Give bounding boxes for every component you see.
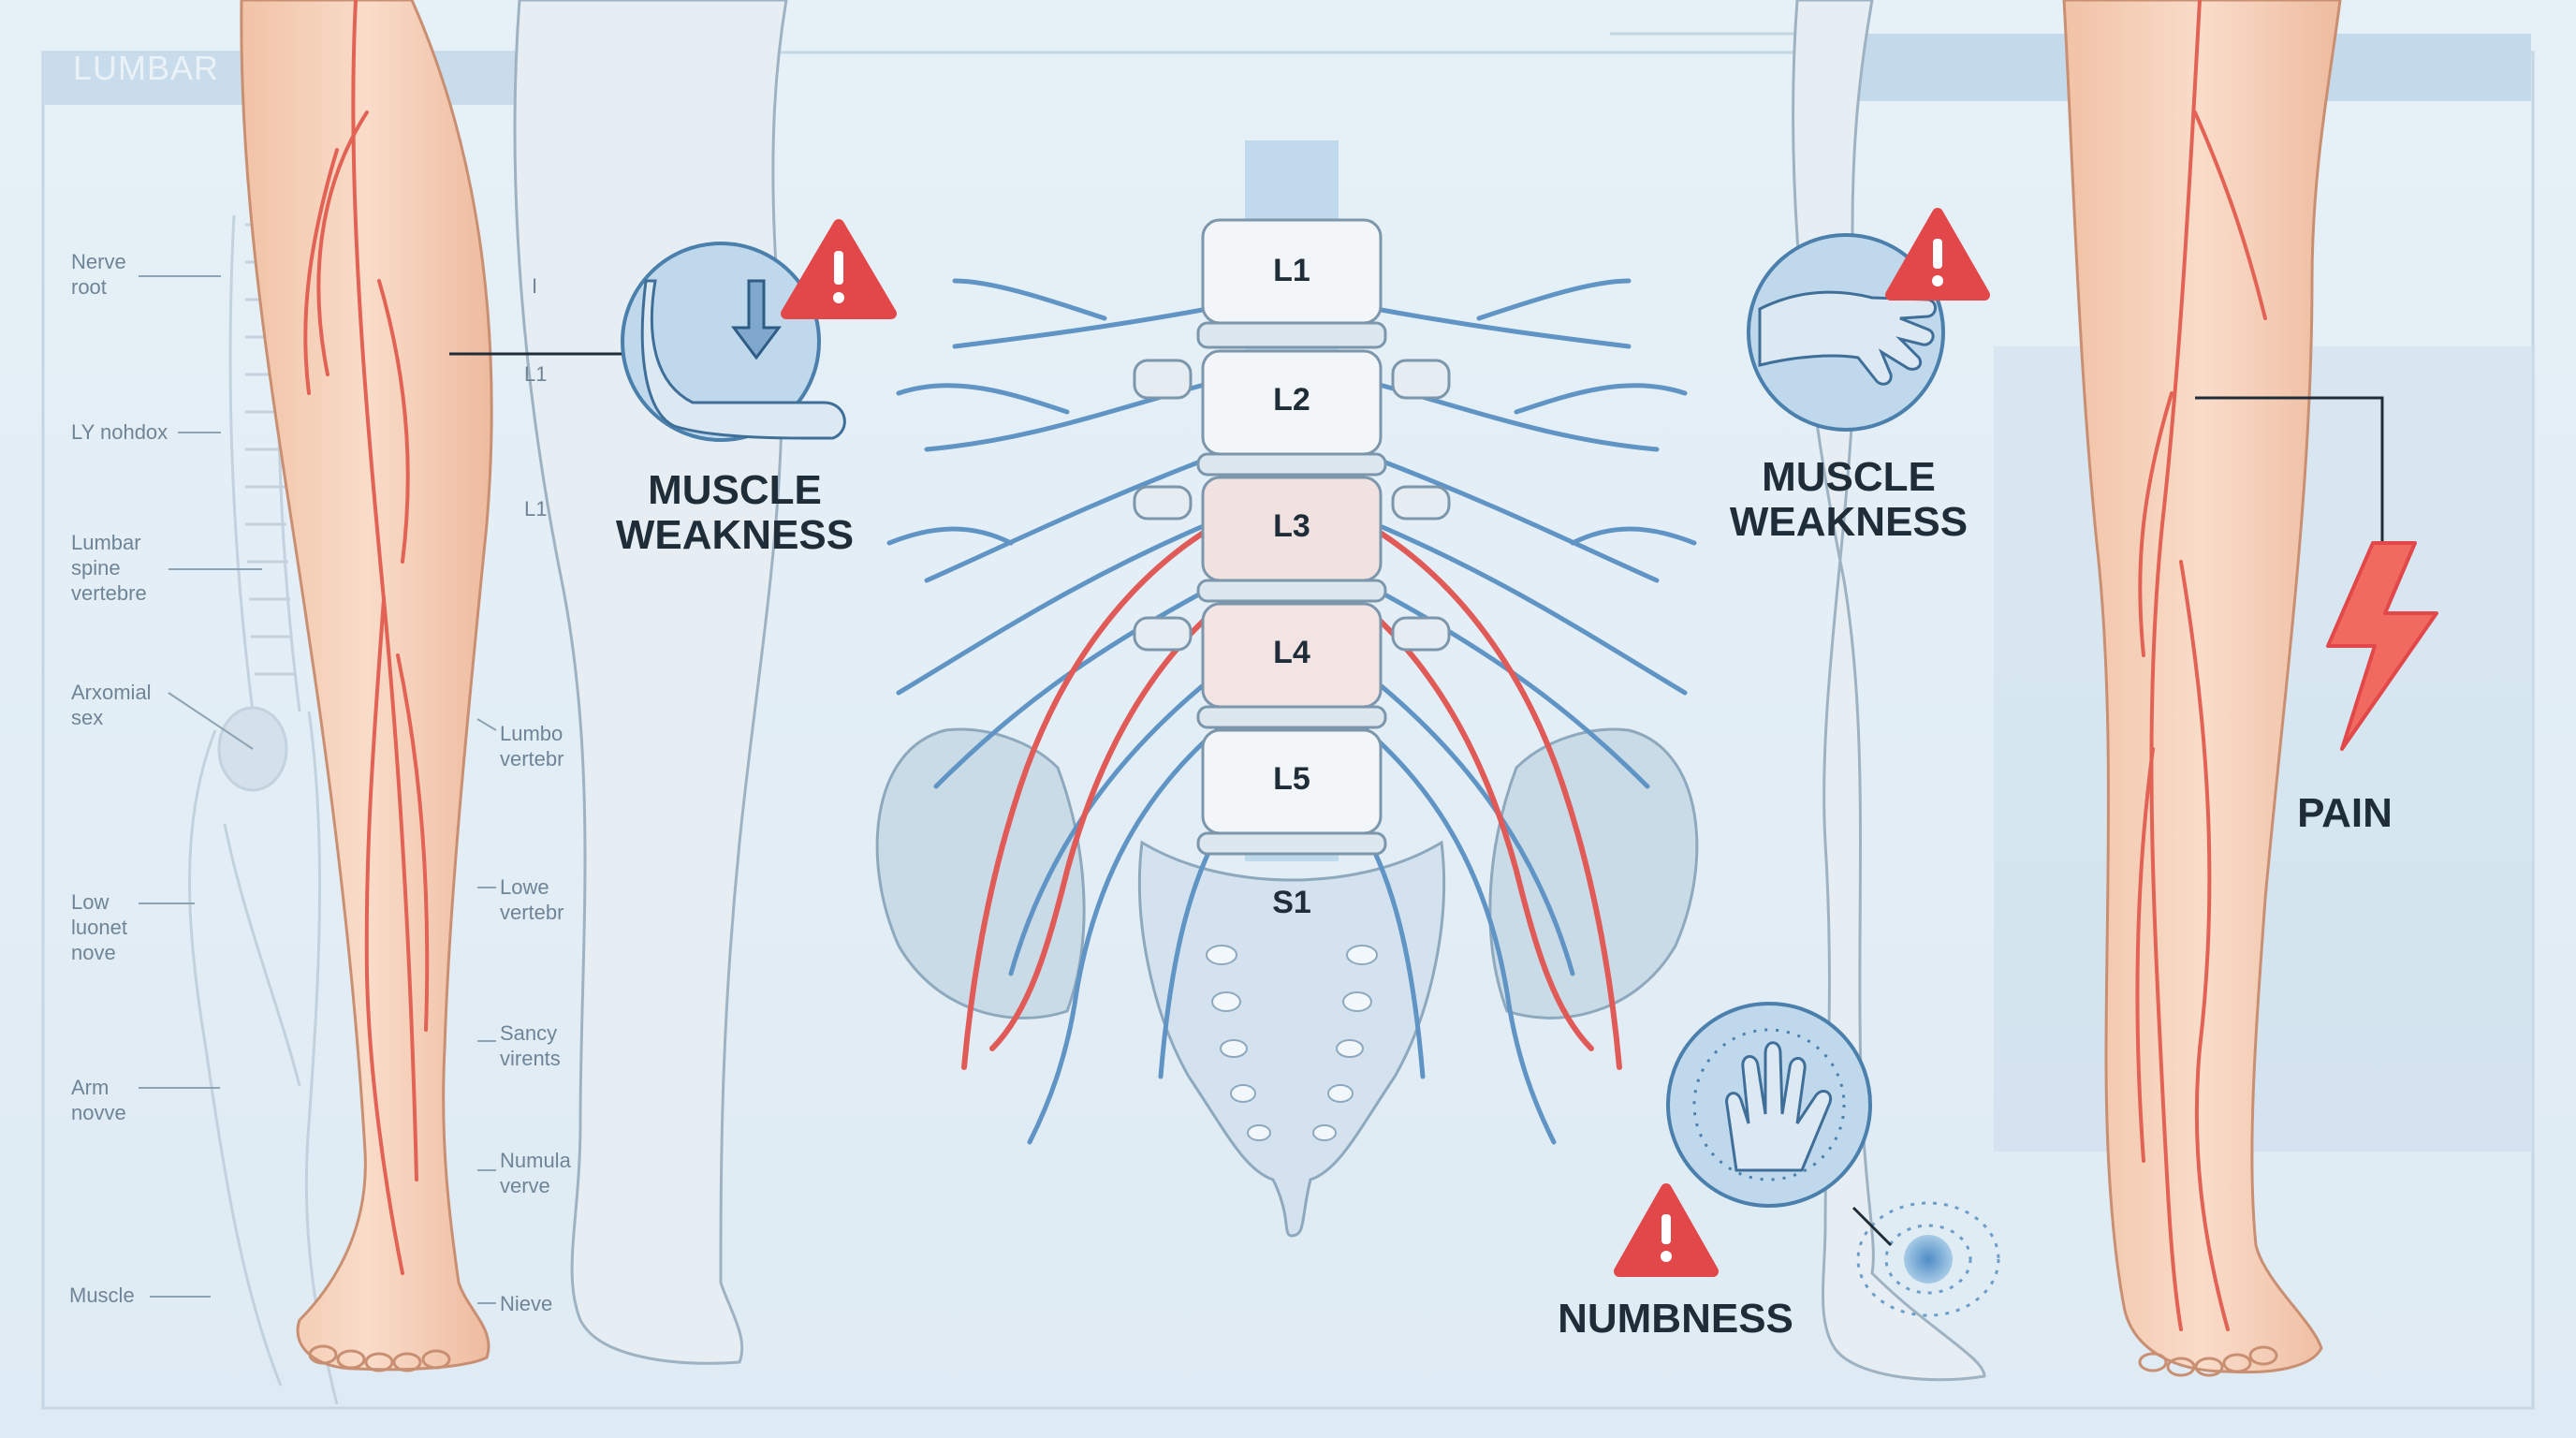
label-lowe-vertebr: Lowe vertebr bbox=[500, 875, 564, 924]
vertebra-labels: L1 L2 L3 L4 L5 S1 bbox=[1272, 253, 1311, 920]
label-arm-novve: Arm novve bbox=[71, 1076, 126, 1124]
label-numula-verve: Numula verve bbox=[500, 1149, 571, 1197]
vertebra-label-l2: L2 bbox=[1273, 382, 1310, 418]
nerves-red bbox=[961, 521, 1622, 1070]
arm-weakness-down-arrow-icon bbox=[621, 242, 846, 442]
label-sancy-virents: Sancy virents bbox=[500, 1021, 561, 1070]
warning-triangle-icon bbox=[781, 219, 897, 319]
label-muscle: Muscle bbox=[69, 1284, 135, 1307]
symptom-label-pain: PAIN bbox=[2297, 790, 2393, 836]
nerves-blue bbox=[886, 278, 1697, 1145]
vertebra-label-l1: L1 bbox=[1273, 253, 1310, 288]
symptom-label-numbness: NUMBNESS bbox=[1558, 1296, 1793, 1342]
foot-numbness-glow bbox=[1856, 1201, 2000, 1317]
vertebra-label-l5: L5 bbox=[1273, 761, 1310, 797]
label-low-luonet-nove: Low luonet nove bbox=[71, 890, 127, 964]
label-mid-l1-b: L1 bbox=[524, 497, 548, 521]
label-mid-i: I bbox=[532, 274, 538, 298]
label-ticks bbox=[139, 275, 497, 1304]
leader-lines bbox=[449, 352, 2384, 1247]
warning-triangle-icon bbox=[1614, 1183, 1719, 1277]
label-lumbo-vertebr: Lumbo vertebr bbox=[500, 722, 564, 770]
leg-left-skin bbox=[240, 0, 493, 1372]
vertebra-label-l3: L3 bbox=[1273, 508, 1310, 544]
warning-triangle-icon bbox=[1885, 208, 1990, 301]
hand-tingling-icon bbox=[1666, 1002, 1872, 1208]
symptom-label-muscle-weakness-right: MUSCLE WEAKNESS bbox=[1729, 454, 1969, 545]
page-title: LUMBAR bbox=[73, 49, 220, 87]
lightning-bolt-icon bbox=[2326, 541, 2438, 751]
vertebra-label-l4: L4 bbox=[1273, 635, 1310, 670]
leg-right-skin bbox=[2062, 0, 2342, 1377]
vertebrae bbox=[1133, 218, 1451, 856]
label-nerve-root: Nerve root bbox=[71, 250, 126, 299]
pelvis bbox=[875, 727, 1699, 1238]
label-nieve: Nieve bbox=[500, 1292, 553, 1315]
label-ly-nohdox: LY nohdox bbox=[71, 420, 168, 444]
label-mid-l1-a: L1 bbox=[524, 362, 548, 386]
label-lumbar-spine-vertebre: Lumbar spine vertebre bbox=[71, 531, 147, 605]
vertebra-label-s1: S1 bbox=[1272, 885, 1311, 920]
symptom-label-muscle-weakness-left: MUSCLE WEAKNESS bbox=[615, 467, 855, 558]
label-arxomial-sex: Arxomial sex bbox=[71, 681, 152, 729]
